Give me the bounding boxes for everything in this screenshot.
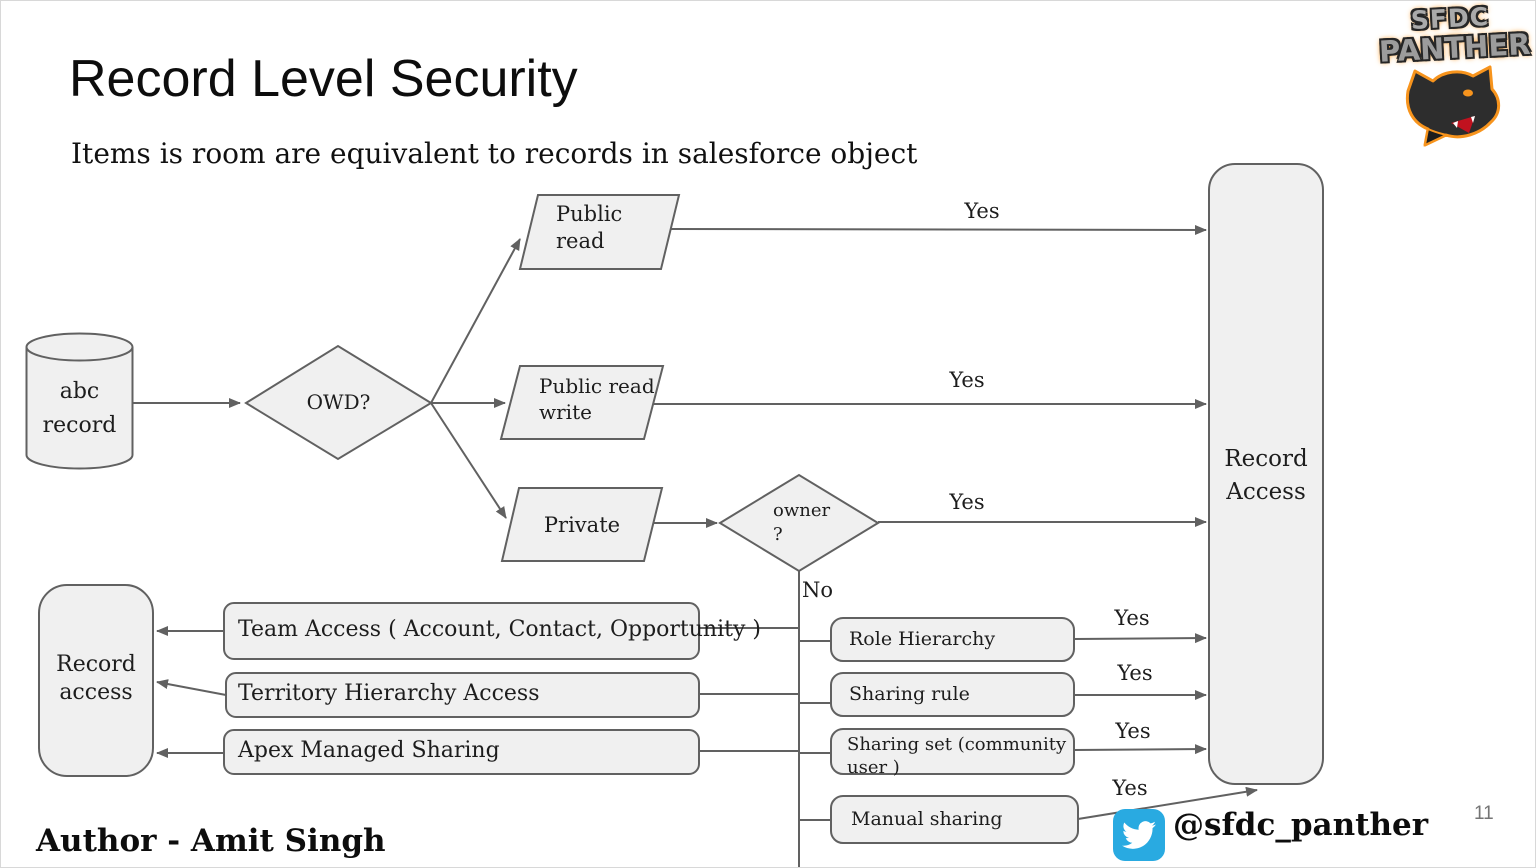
owner-label-line1: owner (773, 500, 831, 521)
twitter-icon[interactable] (1113, 809, 1165, 861)
sharing-rule-label: Sharing rule (849, 683, 970, 705)
record-access-line1: Record (1224, 446, 1308, 472)
manual-sharing-shape (830, 795, 1079, 844)
public-read-line1: Public (556, 202, 623, 226)
territory-shape (225, 672, 700, 718)
public-read-parallelogram (518, 194, 681, 270)
public-read-write-line2: write (539, 400, 592, 424)
connector-lines (132, 224, 1258, 867)
edge-owd-to-private (430, 402, 507, 519)
twitter-handle[interactable]: @sfdc_panther (1173, 807, 1429, 843)
team-access-label: Team Access ( Account, Contact, Opportun… (238, 617, 761, 642)
record-access-shape (1208, 163, 1324, 785)
private-parallelogram (500, 487, 664, 562)
role-hierarchy-shape (830, 617, 1075, 662)
sharing-set-line1: Sharing set (community (847, 734, 1067, 755)
yes-label-public-read: Yes (964, 199, 1000, 223)
record-access-label: Record Access (1209, 443, 1323, 509)
page-subtitle: Items is room are equivalent to records … (71, 137, 918, 170)
yes-label-role: Yes (1114, 606, 1150, 630)
yes-label-owner: Yes (949, 490, 985, 514)
flowchart-nodes (25, 163, 1324, 844)
sharing-set-line2: user ) (847, 757, 900, 778)
sharing-set-shape (830, 728, 1075, 775)
twitter-bird-icon (1122, 821, 1156, 849)
source-cylinder-shape (25, 347, 134, 470)
record-access-line2: Access (1226, 479, 1306, 505)
source-cylinder-top (25, 332, 134, 362)
edge-role-yes (1073, 633, 1207, 644)
no-label-owner: No (802, 578, 834, 602)
edge-owd-to-public-read (430, 238, 521, 404)
yes-label-sharing-set: Yes (1115, 719, 1151, 743)
owd-diamond-shape (244, 344, 433, 461)
territory-label: Territory Hierarchy Access (238, 681, 540, 706)
sfdc-panther-logo: SFDC PANTHER (1378, 2, 1532, 165)
sharing-rule-shape (830, 672, 1075, 717)
record-access-result-label: Record access (39, 651, 153, 707)
record-access-result-line2: access (59, 680, 133, 705)
public-read-write-parallelogram (499, 365, 665, 440)
source-label-line1: abc (59, 379, 100, 404)
public-read-line2: read (556, 229, 605, 253)
edge-manual-yes (1077, 786, 1258, 820)
yes-label-sharing-rule: Yes (1117, 661, 1153, 685)
public-read-write-label: Public read write (539, 373, 655, 425)
panther-head-icon (1405, 65, 1501, 147)
page-title: Record Level Security (69, 50, 578, 108)
author-credit: Author - Amit Singh (36, 823, 386, 859)
sharing-set-label: Sharing set (community user ) (847, 733, 1066, 779)
public-read-label: Public read (556, 201, 622, 255)
record-access-result-line1: Record (56, 652, 136, 677)
apex-label: Apex Managed Sharing (238, 738, 500, 763)
edge-sharing-set-yes (1073, 744, 1207, 755)
owd-label: OWD? (306, 390, 371, 414)
private-label: Private (543, 513, 621, 537)
edge-public-read-yes (669, 224, 1207, 235)
owner-label: owner ? (773, 499, 830, 547)
public-read-write-line1: Public read (539, 374, 655, 398)
yes-label-public-read-write: Yes (949, 368, 985, 392)
owner-label-line2: ? (773, 524, 783, 545)
role-hierarchy-label: Role Hierarchy (849, 628, 996, 650)
page-number: 11 (1474, 803, 1494, 824)
apex-shape (223, 729, 700, 775)
manual-sharing-label: Manual sharing (851, 808, 1003, 830)
owner-diamond-shape (718, 473, 880, 573)
source-label-line2: record (42, 413, 117, 438)
logo-text-panther: PANTHER (1378, 26, 1532, 69)
source-label: abc record (26, 375, 133, 443)
yes-label-manual: Yes (1112, 776, 1148, 800)
record-access-result-shape (38, 584, 154, 777)
team-access-shape (223, 602, 700, 660)
edge-territory-to-record-access (156, 679, 227, 696)
